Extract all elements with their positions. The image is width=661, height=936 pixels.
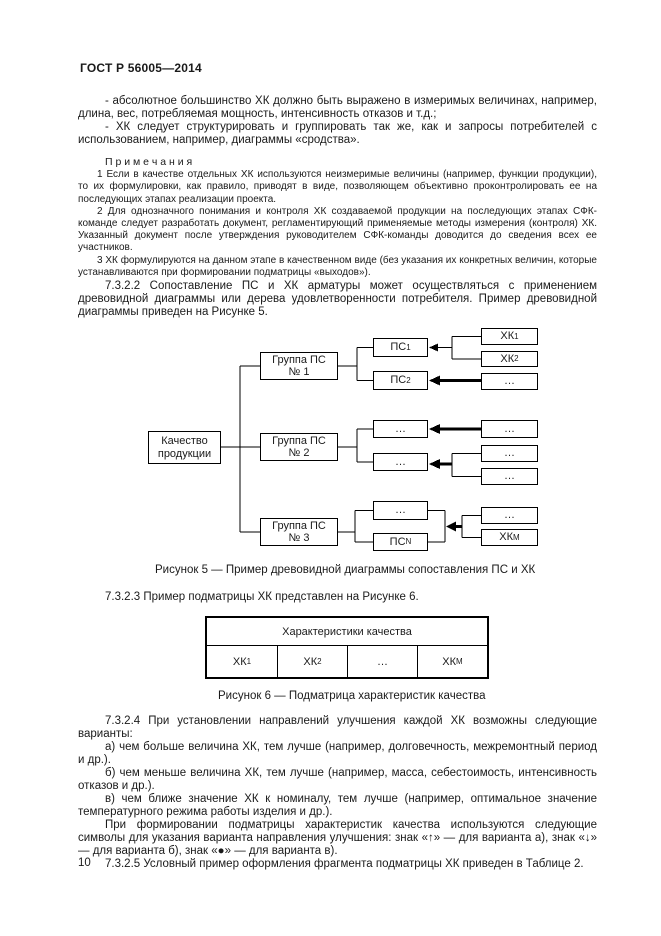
paragraph-item-b: б) чем меньше величина ХК, тем лучше (на… [78, 767, 597, 792]
intro-bullets: - абсолютное большинство ХК должно быть … [78, 95, 597, 147]
section-7-3-2-2: 7.3.2.2 Сопоставление ПС и ХК арматуры м… [78, 280, 597, 319]
diagram-connector-lines [221, 336, 481, 543]
diagram-box-d4: … [481, 468, 538, 485]
paragraph-7-3-2-2: 7.3.2.2 Сопоставление ПС и ХК арматуры м… [78, 280, 597, 318]
note-2: 2 Для однозначного понимания и контроля … [78, 205, 597, 254]
paragraph-symbols: При формировании подматрицы характеристи… [78, 819, 597, 857]
diagram-box-d2: … [481, 420, 538, 438]
paragraph-7-3-2-4: 7.3.2.4 При установлении направлений улу… [78, 715, 597, 740]
section-7-3-2-4: 7.3.2.4 При установлении направлений улу… [78, 715, 597, 871]
paragraph-bullet-1: - абсолютное большинство ХК должно быть … [78, 95, 597, 120]
paragraph-item-v: в) чем ближе значение ХК к номиналу, тем… [78, 793, 597, 818]
diagram-box-g2b: … [373, 453, 428, 471]
table-cell-ellipsis: … [347, 646, 417, 677]
diagram-box-d3: … [481, 445, 538, 462]
diagram-box-d1: … [481, 373, 538, 390]
diagram-box-g2a: … [373, 420, 428, 438]
document-header: ГОСТ Р 56005—2014 [80, 61, 202, 75]
paragraph-7-3-2-5: 7.3.2.5 Условный пример оформления фрагм… [105, 858, 584, 870]
section-7-3-2-3: 7.3.2.3 Пример подматрицы ХК представлен… [78, 591, 597, 604]
diagram-box-g3a: … [373, 501, 428, 520]
table-header-quality-characteristics: Характеристики качества [207, 618, 487, 646]
notes-section: П р и м е ч а н и я 1 Если в качестве от… [78, 156, 597, 279]
page-number: 10 [78, 857, 91, 869]
notes-title: П р и м е ч а н и я [105, 156, 193, 168]
paragraph-7-3-2-3: 7.3.2.3 Пример подматрицы ХК представлен… [105, 591, 419, 603]
diagram-box-d5: … [481, 507, 538, 524]
paragraph-bullet-2: - ХК следует структурировать и группиров… [78, 121, 597, 146]
note-3: 3 ХК формулируются на данном этапе в кач… [78, 254, 597, 278]
note-1: 1 Если в качестве отдельных ХК использую… [78, 169, 597, 205]
figure5-caption: Рисунок 5 — Пример древовидной диаграммы… [155, 564, 536, 576]
paragraph-item-a: а) чем больше величина ХК, тем лучше (на… [78, 741, 597, 766]
figure6-caption: Рисунок 6 — Подматрица характеристик кач… [218, 690, 486, 702]
